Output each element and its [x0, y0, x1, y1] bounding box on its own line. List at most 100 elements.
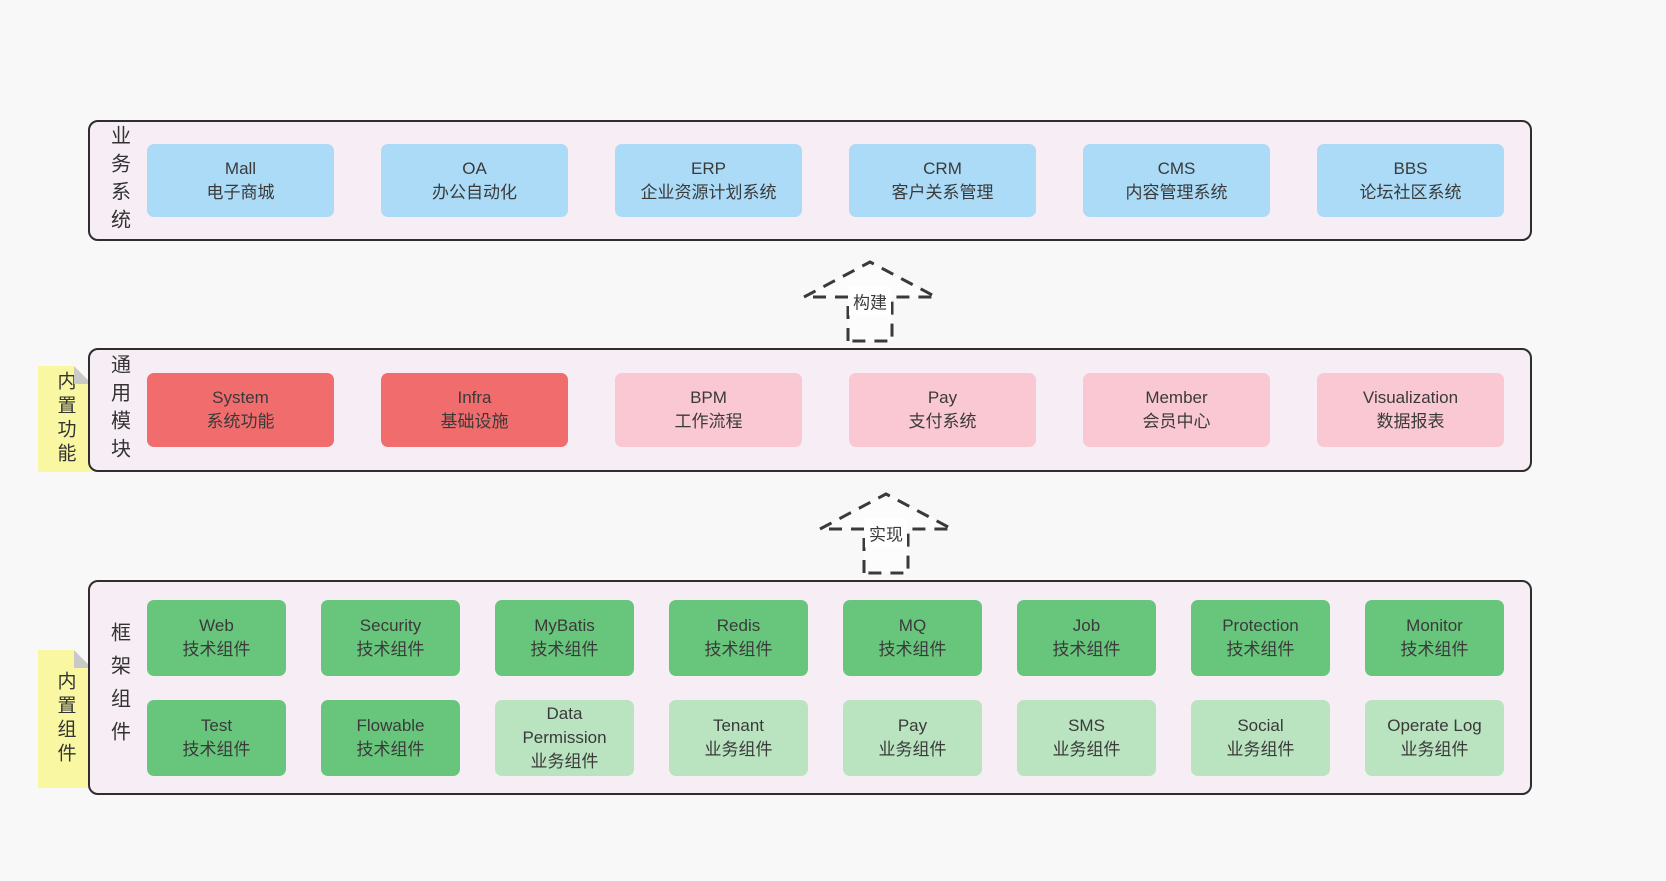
- box-title: Operate Log: [1387, 715, 1482, 735]
- component-row-2: Test 技术组件 Flowable 技术组件 Data Permission …: [147, 699, 1504, 776]
- box-subtitle: 技术组件: [1400, 639, 1469, 659]
- business-items-row: Mall 电子商城 OA 办公自动化 ERP 企业资源计划系统 CRM 客户关系…: [147, 122, 1504, 239]
- box-subtitle: 论坛社区系统: [1359, 182, 1462, 202]
- box-subtitle: 技术组件: [1052, 639, 1121, 659]
- box-title: Monitor: [1406, 615, 1463, 635]
- component-box-sms: SMS 业务组件: [1017, 699, 1156, 776]
- box-title: Data Permission: [522, 703, 607, 747]
- box-subtitle: 办公自动化: [432, 182, 517, 202]
- module-box-bpm: BPM 工作流程: [615, 373, 802, 447]
- box-title: Job: [1072, 615, 1101, 635]
- box-title: ERP: [691, 158, 726, 178]
- box-title: BBS: [1393, 158, 1428, 178]
- component-box-job: Job 技术组件: [1017, 599, 1156, 676]
- build-arrow-label: 构建: [849, 286, 891, 316]
- panel-label-text: 通用模块: [107, 354, 130, 466]
- module-box-member: Member 会员中心: [1083, 373, 1270, 447]
- biz-box-bbs: BBS 论坛社区系统: [1317, 144, 1504, 217]
- box-title: Pay: [897, 715, 928, 735]
- box-subtitle: 技术组件: [356, 739, 425, 759]
- box-title: SMS: [1068, 715, 1105, 735]
- box-title: Visualization: [1362, 388, 1459, 407]
- box-title: MyBatis: [534, 615, 595, 635]
- component-box-social: Social 业务组件: [1191, 699, 1330, 776]
- implement-arrow-label: 实现: [865, 518, 907, 548]
- box-subtitle: 业务组件: [878, 739, 947, 759]
- box-title: MQ: [898, 615, 927, 635]
- box-subtitle: 基础设施: [440, 412, 509, 431]
- component-box-web: Web 技术组件: [147, 599, 286, 676]
- component-box-data-permission: Data Permission 业务组件: [495, 699, 634, 776]
- component-box-pay: Pay 业务组件: [843, 699, 982, 776]
- box-subtitle: 技术组件: [704, 639, 773, 659]
- box-subtitle: 技术组件: [878, 639, 947, 659]
- component-box-flowable: Flowable 技术组件: [321, 699, 460, 776]
- component-box-security: Security 技术组件: [321, 599, 460, 676]
- panel-framework-label: 框架组件: [90, 582, 147, 793]
- box-title: BPM: [690, 388, 727, 407]
- panel-business-label: 业务系统: [90, 122, 147, 239]
- note-text: 内置功能: [54, 371, 76, 467]
- module-box-system: System 系统功能: [147, 373, 334, 447]
- biz-box-mall: Mall 电子商城: [147, 144, 334, 217]
- box-subtitle: 业务组件: [1400, 739, 1469, 759]
- box-title: Redis: [716, 615, 761, 635]
- component-grid: Web 技术组件 Security 技术组件 MyBatis 技术组件 Redi…: [147, 582, 1504, 793]
- box-subtitle: 企业资源计划系统: [640, 182, 777, 202]
- box-subtitle: 支付系统: [908, 412, 977, 431]
- biz-box-cms: CMS 内容管理系统: [1083, 144, 1270, 217]
- component-row-1: Web 技术组件 Security 技术组件 MyBatis 技术组件 Redi…: [147, 599, 1504, 676]
- box-title: Protection: [1222, 615, 1299, 635]
- component-box-redis: Redis 技术组件: [669, 599, 808, 676]
- box-subtitle: 技术组件: [182, 639, 251, 659]
- panel-framework-components: 框架组件 Web 技术组件 Security 技术组件 MyBatis 技术组件…: [88, 580, 1532, 795]
- panel-common-modules: 通用模块 System 系统功能 Infra 基础设施 BPM 工作流程 Pay…: [88, 348, 1532, 472]
- build-arrow: 构建: [800, 259, 940, 343]
- box-title: CRM: [923, 158, 962, 178]
- biz-box-oa: OA 办公自动化: [381, 144, 568, 217]
- box-title: Security: [359, 615, 422, 635]
- module-box-pay: Pay 支付系统: [849, 373, 1036, 447]
- biz-box-crm: CRM 客户关系管理: [849, 144, 1036, 217]
- box-subtitle: 业务组件: [1052, 739, 1121, 759]
- box-subtitle: 业务组件: [530, 751, 599, 771]
- implement-arrow: 实现: [816, 491, 956, 575]
- box-subtitle: 技术组件: [182, 739, 251, 759]
- component-box-tenant: Tenant 业务组件: [669, 699, 808, 776]
- box-title: Pay: [927, 388, 958, 407]
- biz-box-erp: ERP 企业资源计划系统: [615, 144, 802, 217]
- box-subtitle: 客户关系管理: [891, 182, 994, 202]
- box-title: OA: [462, 158, 487, 178]
- box-title: Infra: [457, 388, 492, 407]
- box-subtitle: 工作流程: [674, 412, 743, 431]
- box-subtitle: 技术组件: [1226, 639, 1295, 659]
- box-subtitle: 电子商城: [206, 182, 275, 202]
- box-subtitle: 内容管理系统: [1125, 182, 1228, 202]
- component-box-operate-log: Operate Log 业务组件: [1365, 699, 1504, 776]
- box-title: Flowable: [356, 715, 425, 735]
- component-box-test: Test 技术组件: [147, 699, 286, 776]
- component-box-mybatis: MyBatis 技术组件: [495, 599, 634, 676]
- box-subtitle: 技术组件: [356, 639, 425, 659]
- module-items-row: System 系统功能 Infra 基础设施 BPM 工作流程 Pay 支付系统…: [147, 350, 1504, 470]
- module-box-infra: Infra 基础设施: [381, 373, 568, 447]
- box-title: Web: [199, 615, 234, 635]
- component-box-mq: MQ 技术组件: [843, 599, 982, 676]
- box-title: Tenant: [712, 715, 765, 735]
- module-box-visualization: Visualization 数据报表: [1317, 373, 1504, 447]
- box-subtitle: 技术组件: [530, 639, 599, 659]
- box-subtitle: 业务组件: [1226, 739, 1295, 759]
- box-subtitle: 会员中心: [1142, 412, 1211, 431]
- box-title: CMS: [1157, 158, 1196, 178]
- box-subtitle: 系统功能: [206, 412, 275, 431]
- panel-common-label: 通用模块: [90, 350, 147, 470]
- panel-label-text: 业务系统: [107, 124, 130, 237]
- component-box-monitor: Monitor 技术组件: [1365, 599, 1504, 676]
- box-subtitle: 数据报表: [1376, 412, 1445, 431]
- box-subtitle: 业务组件: [704, 739, 773, 759]
- component-box-protection: Protection 技术组件: [1191, 599, 1330, 676]
- box-title: Test: [200, 715, 233, 735]
- box-title: Social: [1237, 715, 1284, 735]
- sticky-note-builtin-components: 内置组件: [38, 650, 92, 788]
